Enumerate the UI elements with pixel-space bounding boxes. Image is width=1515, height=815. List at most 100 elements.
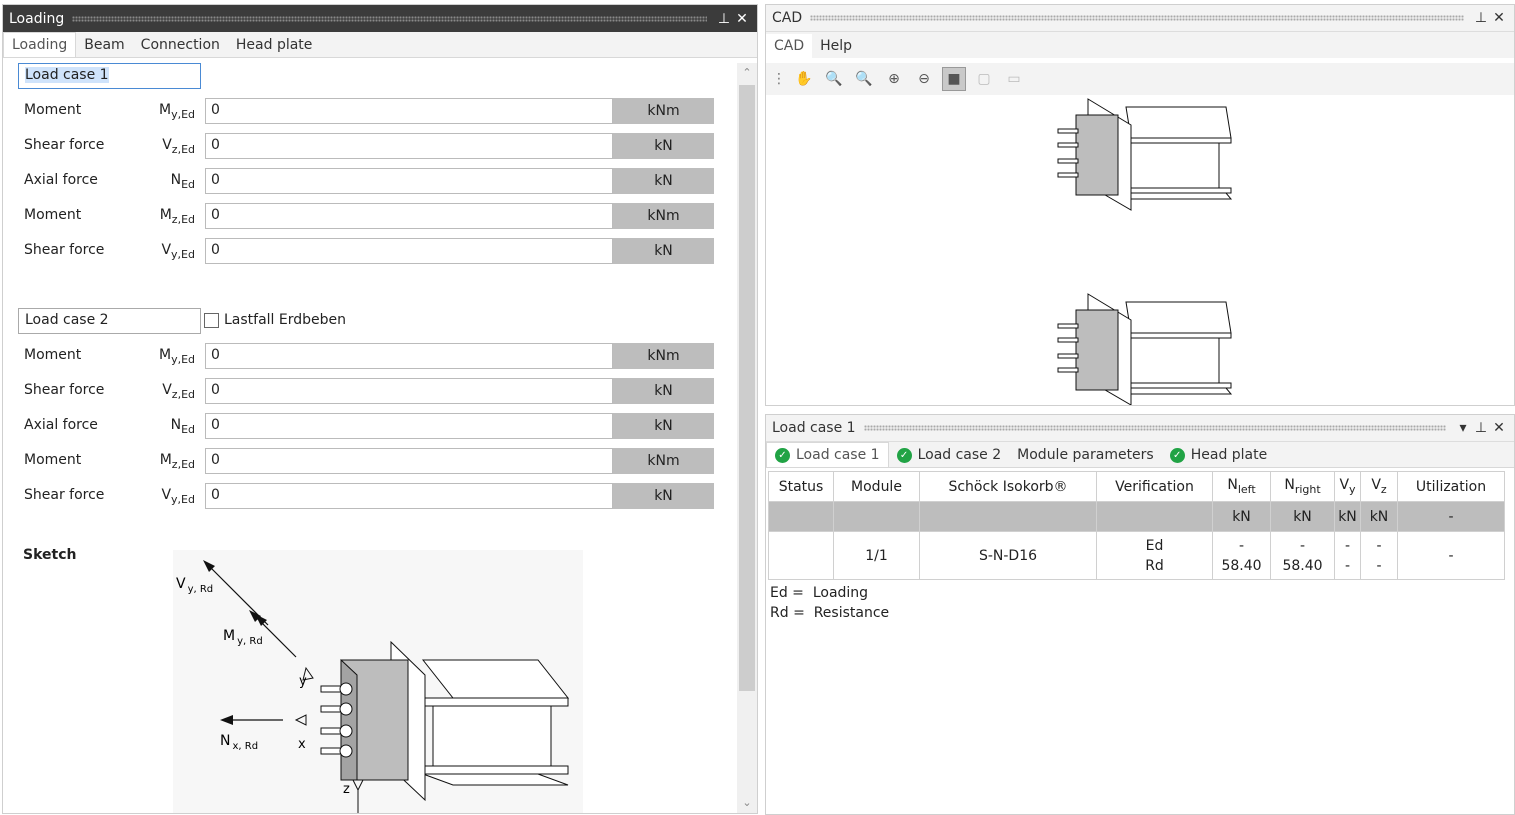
zoom-extents-icon[interactable]: 🔍	[825, 71, 843, 87]
col-vz[interactable]: Vz	[1360, 471, 1398, 502]
tab-loading[interactable]: Loading	[3, 32, 77, 57]
unit-nleft: kN	[1212, 501, 1271, 532]
load-value-input[interactable]: 0	[205, 168, 613, 194]
sketch-axis-y: y	[299, 674, 307, 689]
checkbox-box[interactable]	[204, 312, 219, 328]
load-value-input[interactable]: 0	[205, 378, 613, 404]
col-verification[interactable]: Verification	[1096, 471, 1213, 502]
cad-panel-title: CAD	[772, 10, 803, 26]
cad-panel: CAD ⊥ ✕ CAD Help ⋮ ✋ 🔍 🔍 ⊕ ⊖ ■ ▢ ▭	[765, 4, 1515, 406]
legend-ed: Ed = Loading	[770, 585, 869, 601]
tab-result-load-case-2[interactable]: ✓ Load case 2	[889, 443, 1010, 467]
wireframe-view-icon[interactable]: ▢	[977, 71, 991, 87]
drag-grip[interactable]	[810, 15, 1464, 21]
load-value-input[interactable]: 0	[205, 238, 613, 264]
menu-cad[interactable]: CAD	[766, 34, 813, 58]
loading-vertical-scrollbar[interactable]: ⌃ ⌄	[737, 63, 757, 813]
solid-view-icon[interactable]: ■	[942, 67, 966, 91]
scroll-thumb[interactable]	[739, 85, 755, 691]
earthquake-checkbox[interactable]: Lastfall Erdbeben	[204, 312, 346, 328]
tab-module-parameters[interactable]: Module parameters	[1009, 443, 1162, 467]
load-row-symbol: Vz,Ed	[162, 137, 195, 156]
load-row-label: Axial force	[24, 417, 98, 433]
loading-titlebar: Loading ⊥ ✕	[3, 5, 757, 32]
tab-head-plate[interactable]: Head plate	[235, 37, 313, 53]
sketch-axis-x: x	[298, 737, 306, 752]
load-row-label: Moment	[24, 207, 82, 223]
tab-label: Load case 2	[917, 447, 1002, 463]
scroll-down-icon[interactable]: ⌄	[742, 796, 752, 809]
load-value-input[interactable]: 0	[205, 448, 613, 474]
col-isokorb[interactable]: Schöck Isokorb®	[919, 471, 1097, 502]
load-row-label: Moment	[24, 347, 82, 363]
results-panel-title: Load case 1	[772, 420, 856, 436]
col-nright[interactable]: Nright	[1270, 471, 1335, 502]
close-icon[interactable]: ✕	[736, 10, 748, 27]
unit-label: kNm	[613, 343, 714, 369]
col-module[interactable]: Module	[833, 471, 920, 502]
load-row-label: Moment	[24, 102, 82, 118]
load-case-1-name: Load case 1	[25, 67, 109, 83]
drag-grip[interactable]	[72, 15, 707, 22]
col-status[interactable]: Status	[768, 471, 834, 502]
load-value-input[interactable]: 0	[205, 133, 613, 159]
col-nleft[interactable]: Nleft	[1212, 471, 1271, 502]
cad-toolbar: ⋮ ✋ 🔍 🔍 ⊕ ⊖ ■ ▢ ▭	[766, 63, 1514, 95]
load-row-symbol: My,Ed	[159, 347, 196, 366]
zoom-window-icon[interactable]: 🔍	[855, 71, 873, 87]
load-row-symbol: NEd	[170, 172, 195, 191]
tab-label: Module parameters	[1017, 447, 1154, 463]
cell-nright: -58.40	[1270, 531, 1335, 580]
hand-icon[interactable]: ✋	[795, 71, 813, 87]
load-value-input[interactable]: 0	[205, 413, 613, 439]
tab-result-head-plate[interactable]: ✓ Head plate	[1162, 443, 1276, 467]
col-vy[interactable]: Vy	[1334, 471, 1361, 502]
scroll-up-icon[interactable]: ⌃	[742, 66, 752, 79]
check-icon: ✓	[896, 447, 912, 463]
results-titlebar: Load case 1 ▾ ⊥ ✕	[766, 415, 1514, 442]
pin-icon[interactable]: ⊥	[1474, 10, 1488, 26]
tab-beam[interactable]: Beam	[84, 37, 125, 53]
load-value-input[interactable]: 0	[205, 98, 613, 124]
unit-util: -	[1397, 501, 1505, 532]
load-value-input[interactable]: 0	[205, 483, 613, 509]
load-value-input[interactable]: 0	[205, 203, 613, 229]
col-utilization[interactable]: Utilization	[1397, 471, 1505, 502]
load-value-input[interactable]: 0	[205, 343, 613, 369]
unit-nright: kN	[1270, 501, 1335, 532]
pin-icon[interactable]: ⊥	[717, 10, 731, 27]
cad-viewport[interactable]	[766, 95, 1514, 405]
zoom-out-icon[interactable]: ⊖	[918, 71, 930, 87]
load-row-label: Shear force	[24, 242, 105, 258]
hidden-line-icon[interactable]: ▭	[1007, 71, 1021, 87]
loading-panel-title: Loading	[9, 10, 65, 27]
check-icon: ✓	[775, 447, 790, 463]
cell-utilization: -	[1397, 531, 1505, 580]
zoom-in-icon[interactable]: ⊕	[888, 71, 900, 87]
load-row-label: Shear force	[24, 137, 105, 153]
load-case-1-name-input[interactable]: Load case 1	[18, 63, 201, 89]
drag-grip[interactable]	[863, 425, 1446, 431]
load-row-symbol: Mz,Ed	[159, 207, 195, 226]
close-icon[interactable]: ✕	[1493, 10, 1505, 26]
dropdown-icon[interactable]: ▾	[1459, 420, 1467, 436]
results-panel: Load case 1 ▾ ⊥ ✕ ✓ Load case 1 ✓ Load c…	[765, 414, 1515, 815]
load-case-2-name-input[interactable]: Load case 2	[18, 308, 201, 334]
tab-connection[interactable]: Connection	[140, 37, 220, 53]
tab-result-load-case-1[interactable]: ✓ Load case 1	[766, 442, 889, 467]
close-icon[interactable]: ✕	[1493, 420, 1505, 436]
menu-help[interactable]: Help	[820, 38, 853, 54]
table-units-row: kN kN kN kN -	[768, 501, 1505, 532]
load-row-symbol: Vy,Ed	[161, 242, 195, 261]
pin-icon[interactable]: ⊥	[1474, 420, 1488, 436]
results-table: Status Module Schöck Isokorb® Verificati…	[768, 471, 1505, 580]
unit-label: kN	[613, 483, 714, 509]
unit-vy: kN	[1334, 501, 1361, 532]
